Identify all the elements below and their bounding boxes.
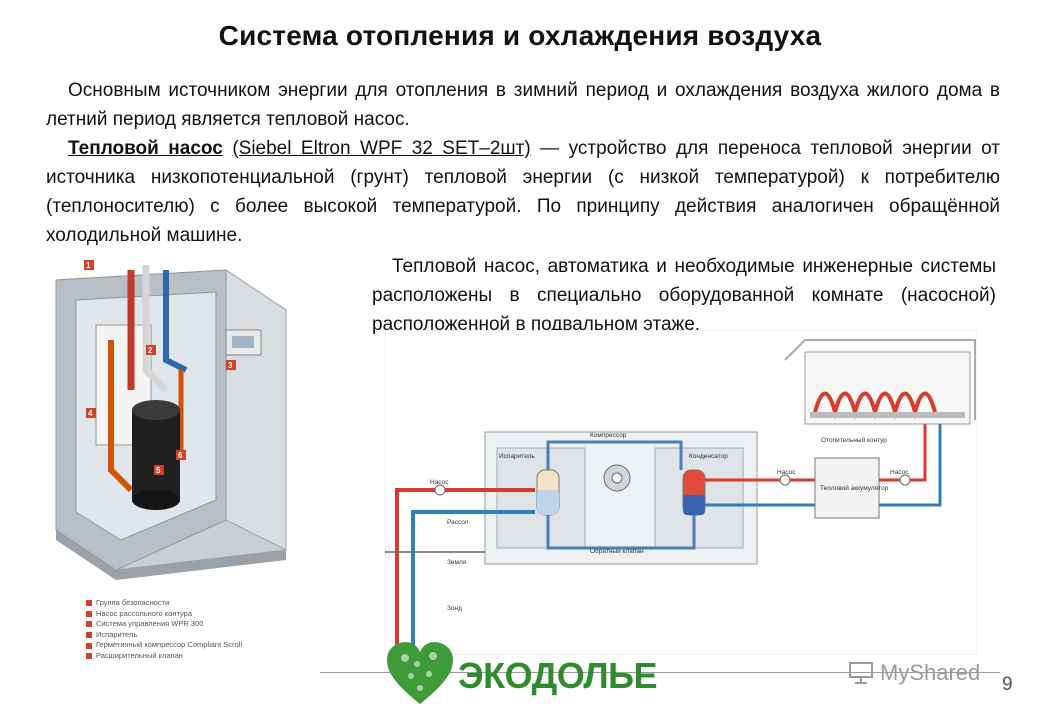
unit-legend: Группа безопасности Насос рассольного ко… [86, 598, 242, 662]
callout-3: 3 [228, 361, 233, 370]
legend-item: Испаритель [86, 630, 242, 641]
definition-text: — устройство для переноса тепловой энерг… [46, 138, 1000, 246]
label-brine: Рассол [447, 519, 469, 526]
callout-5: 5 [156, 466, 161, 475]
slide-title: Система отопления и охлаждения воздуха [218, 20, 822, 51]
label-accumulator: Тепловой аккумулятор [820, 484, 889, 492]
watermark-text: MyShared [880, 660, 981, 685]
label-pump-right: Насос [890, 469, 909, 476]
heat-pump-unit-image: 1 2 3 4 5 6 [55, 260, 287, 580]
callout-2: 2 [148, 346, 153, 355]
myshared-watermark: MyShared [848, 660, 980, 686]
page-number: 9 [1002, 674, 1013, 695]
heat-pump-term: Тепловой насос [68, 138, 223, 159]
heat-pump-definition: Тепловой насос (Siebel Eltron WPF 32 SET… [46, 134, 1000, 250]
legend-item: Группа безопасности [86, 598, 242, 609]
intro-paragraph: Основным источником энергии для отоплени… [46, 80, 1000, 130]
legend-item: Насос рассольного контура [86, 609, 242, 620]
label-check-valve: Обратный клапан [590, 547, 644, 555]
legend-item: Герметичный компрессор Compliant Scroll [86, 640, 242, 651]
callout-4: 4 [88, 409, 93, 418]
heat-pump-schematic: Испаритель Конденсатор Компрессор Обратн… [385, 330, 977, 655]
callout-1: 1 [86, 261, 91, 270]
legend-item: Система управления WPR 300 [86, 619, 242, 630]
brand-name: ЭКОДОЛЬЕ [458, 655, 658, 696]
presentation-icon [849, 662, 873, 684]
label-condenser: Конденсатор [689, 453, 728, 460]
heat-pump-model: (Siebel Eltron WPF 32 SET–2шт) [232, 138, 531, 159]
label-evaporator: Испаритель [499, 453, 535, 460]
ekodolye-logo-icon [387, 642, 453, 704]
label-probe: Зонд [447, 605, 462, 612]
label-compressor: Компрессор [590, 432, 627, 439]
label-heating-circuit: Отопительный контур [821, 436, 887, 444]
callout-6: 6 [178, 451, 183, 460]
footer-divider [320, 672, 1000, 673]
legend-item: Расширительный клапан [86, 651, 242, 662]
pump-room-paragraph: Тепловой насос, автоматика и необходимые… [372, 256, 996, 335]
label-pump-left: Насос [430, 479, 449, 486]
label-pump-mid: Насос [777, 469, 796, 476]
label-ground: Земля [447, 559, 467, 566]
